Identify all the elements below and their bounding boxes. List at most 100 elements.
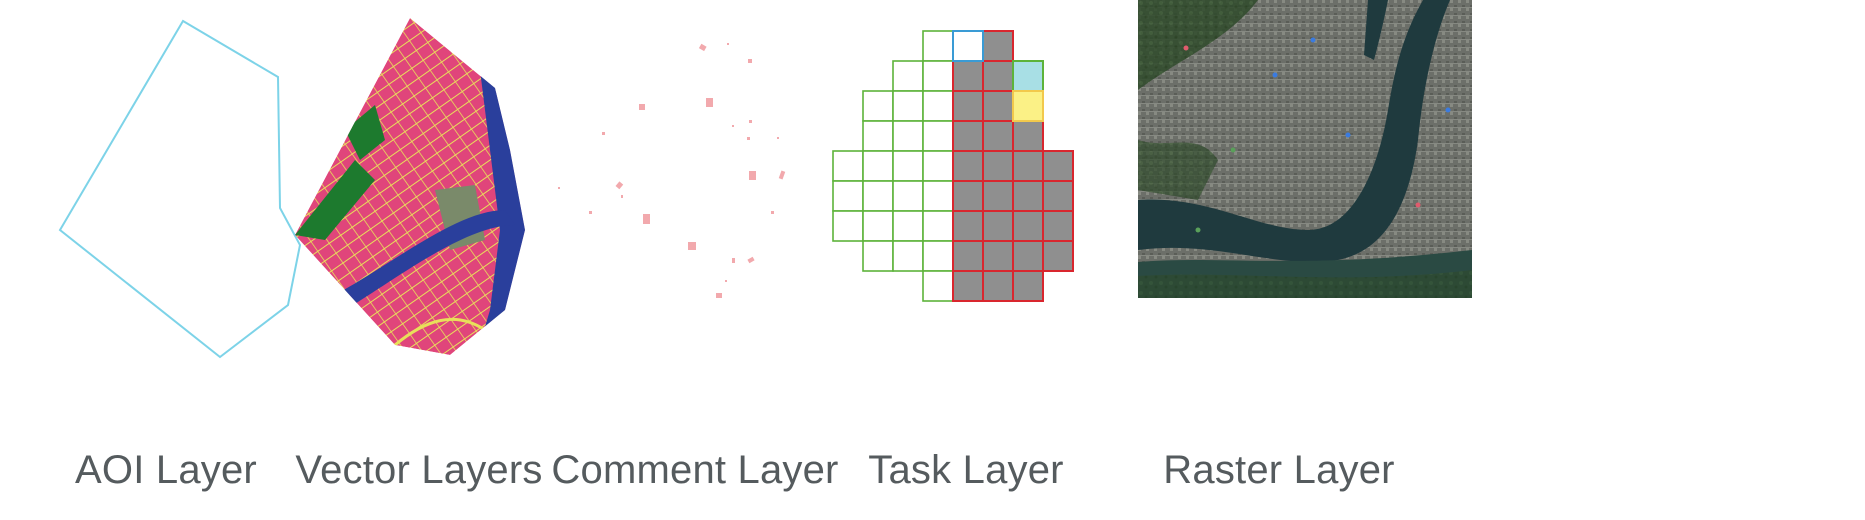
comment-marker[interactable] bbox=[727, 43, 729, 45]
comment-marker[interactable] bbox=[747, 137, 750, 140]
vector-park-north bbox=[345, 105, 385, 160]
aoi-polygon[interactable] bbox=[58, 19, 302, 359]
task-cell-done[interactable] bbox=[952, 120, 984, 152]
vector-city-blocks bbox=[295, 18, 525, 355]
task-cell-done[interactable] bbox=[982, 210, 1014, 242]
vector-road-south bbox=[394, 317, 486, 347]
comment-marker[interactable] bbox=[716, 293, 722, 298]
raster-river bbox=[1138, 0, 1450, 263]
task-cell-done[interactable] bbox=[1012, 240, 1044, 272]
comment-marker[interactable] bbox=[558, 187, 560, 189]
aoi-layer-graphic bbox=[58, 19, 302, 359]
task-cell-done[interactable] bbox=[952, 270, 984, 302]
task-cell-open[interactable] bbox=[862, 240, 894, 272]
aoi-layer-label: AOI Layer bbox=[75, 448, 257, 492]
comment-marker[interactable] bbox=[777, 137, 779, 139]
task-cell-open[interactable] bbox=[922, 60, 954, 92]
comment-marker[interactable] bbox=[732, 258, 735, 263]
comment-marker[interactable] bbox=[698, 43, 707, 52]
raster-layer-label: Raster Layer bbox=[1163, 448, 1395, 492]
comment-marker[interactable] bbox=[748, 59, 752, 63]
task-cell-done[interactable] bbox=[952, 210, 984, 242]
task-layer-panel[interactable] bbox=[825, 25, 1085, 365]
task-cell-done[interactable] bbox=[1012, 270, 1044, 302]
comment-layer-panel[interactable] bbox=[555, 35, 805, 365]
task-cell-done[interactable] bbox=[952, 90, 984, 122]
task-cell-open[interactable] bbox=[892, 180, 924, 212]
aoi-layer-panel[interactable] bbox=[30, 15, 330, 360]
task-grid bbox=[832, 30, 1074, 302]
task-cell-done[interactable] bbox=[982, 90, 1014, 122]
task-cell-selected[interactable] bbox=[952, 30, 984, 62]
task-cell-done[interactable] bbox=[952, 240, 984, 272]
task-cell-open[interactable] bbox=[922, 150, 954, 182]
task-cell-done[interactable] bbox=[982, 60, 1014, 92]
task-cell-open[interactable] bbox=[892, 120, 924, 152]
comment-marker[interactable] bbox=[778, 170, 786, 180]
task-cell-open[interactable] bbox=[892, 60, 924, 92]
comment-marker[interactable] bbox=[732, 125, 734, 127]
task-cell-open[interactable] bbox=[922, 120, 954, 152]
task-cell-done[interactable] bbox=[1012, 210, 1044, 242]
task-cell-open[interactable] bbox=[922, 210, 954, 242]
task-cell-done[interactable] bbox=[1012, 120, 1044, 152]
task-cell-open[interactable] bbox=[922, 90, 954, 122]
task-cell-open[interactable] bbox=[832, 180, 864, 212]
task-cell-done[interactable] bbox=[952, 180, 984, 212]
task-cell-done[interactable] bbox=[982, 240, 1014, 272]
task-cell-open[interactable] bbox=[892, 150, 924, 182]
task-cell-open[interactable] bbox=[892, 240, 924, 272]
task-cell-open[interactable] bbox=[862, 150, 894, 182]
task-cell-done[interactable] bbox=[952, 150, 984, 182]
vector-park-west bbox=[295, 160, 375, 240]
task-cell-open[interactable] bbox=[862, 180, 894, 212]
comment-marker[interactable] bbox=[749, 171, 756, 180]
vector-layers-label: Vector Layers bbox=[295, 448, 543, 492]
task-cell-done[interactable] bbox=[1012, 150, 1044, 182]
raster-layer-panel[interactable] bbox=[1138, 0, 1472, 298]
task-cell-open[interactable] bbox=[862, 210, 894, 242]
vector-layers-panel[interactable] bbox=[285, 10, 535, 360]
task-cell-open[interactable] bbox=[922, 30, 954, 62]
comment-marker[interactable] bbox=[749, 120, 752, 123]
task-cell-open[interactable] bbox=[892, 90, 924, 122]
task-cell-done[interactable] bbox=[1012, 180, 1044, 212]
task-cell-highlight-cyan[interactable] bbox=[1012, 60, 1044, 92]
comment-marker[interactable] bbox=[621, 195, 623, 198]
comment-marker[interactable] bbox=[771, 211, 774, 214]
task-cell-done[interactable] bbox=[982, 30, 1014, 62]
task-cell-done[interactable] bbox=[982, 180, 1014, 212]
task-cell-open[interactable] bbox=[832, 210, 864, 242]
comment-marker[interactable] bbox=[589, 211, 592, 214]
comment-marker[interactable] bbox=[643, 214, 650, 224]
task-cell-done[interactable] bbox=[1042, 240, 1074, 272]
task-cell-done[interactable] bbox=[982, 270, 1014, 302]
task-cell-done[interactable] bbox=[982, 120, 1014, 152]
comment-marker[interactable] bbox=[688, 242, 696, 250]
comment-marker[interactable] bbox=[639, 104, 645, 110]
task-cell-done[interactable] bbox=[952, 60, 984, 92]
comment-layer-graphic bbox=[558, 43, 786, 298]
task-cell-open[interactable] bbox=[862, 120, 894, 152]
task-cell-done[interactable] bbox=[1042, 150, 1074, 182]
vector-canal bbox=[325, 210, 515, 310]
task-cell-open[interactable] bbox=[922, 180, 954, 212]
task-cell-highlight-yellow[interactable] bbox=[1012, 90, 1044, 122]
comment-marker[interactable] bbox=[706, 98, 713, 107]
task-cell-open[interactable] bbox=[862, 90, 894, 122]
task-cell-done[interactable] bbox=[982, 150, 1014, 182]
vector-layers-graphic bbox=[295, 18, 525, 355]
comment-marker[interactable] bbox=[725, 280, 727, 282]
comment-marker[interactable] bbox=[747, 256, 755, 264]
task-cell-open[interactable] bbox=[922, 240, 954, 272]
task-cell-open[interactable] bbox=[892, 210, 924, 242]
task-layer-label: Task Layer bbox=[868, 448, 1064, 492]
task-cell-open[interactable] bbox=[922, 270, 954, 302]
comment-marker[interactable] bbox=[615, 181, 624, 190]
task-cell-done[interactable] bbox=[1042, 180, 1074, 212]
task-cell-open[interactable] bbox=[832, 150, 864, 182]
comment-marker[interactable] bbox=[602, 132, 605, 135]
raster-satellite-image bbox=[1138, 0, 1472, 298]
task-cell-done[interactable] bbox=[1042, 210, 1074, 242]
comment-layer-label: Comment Layer bbox=[551, 448, 839, 492]
